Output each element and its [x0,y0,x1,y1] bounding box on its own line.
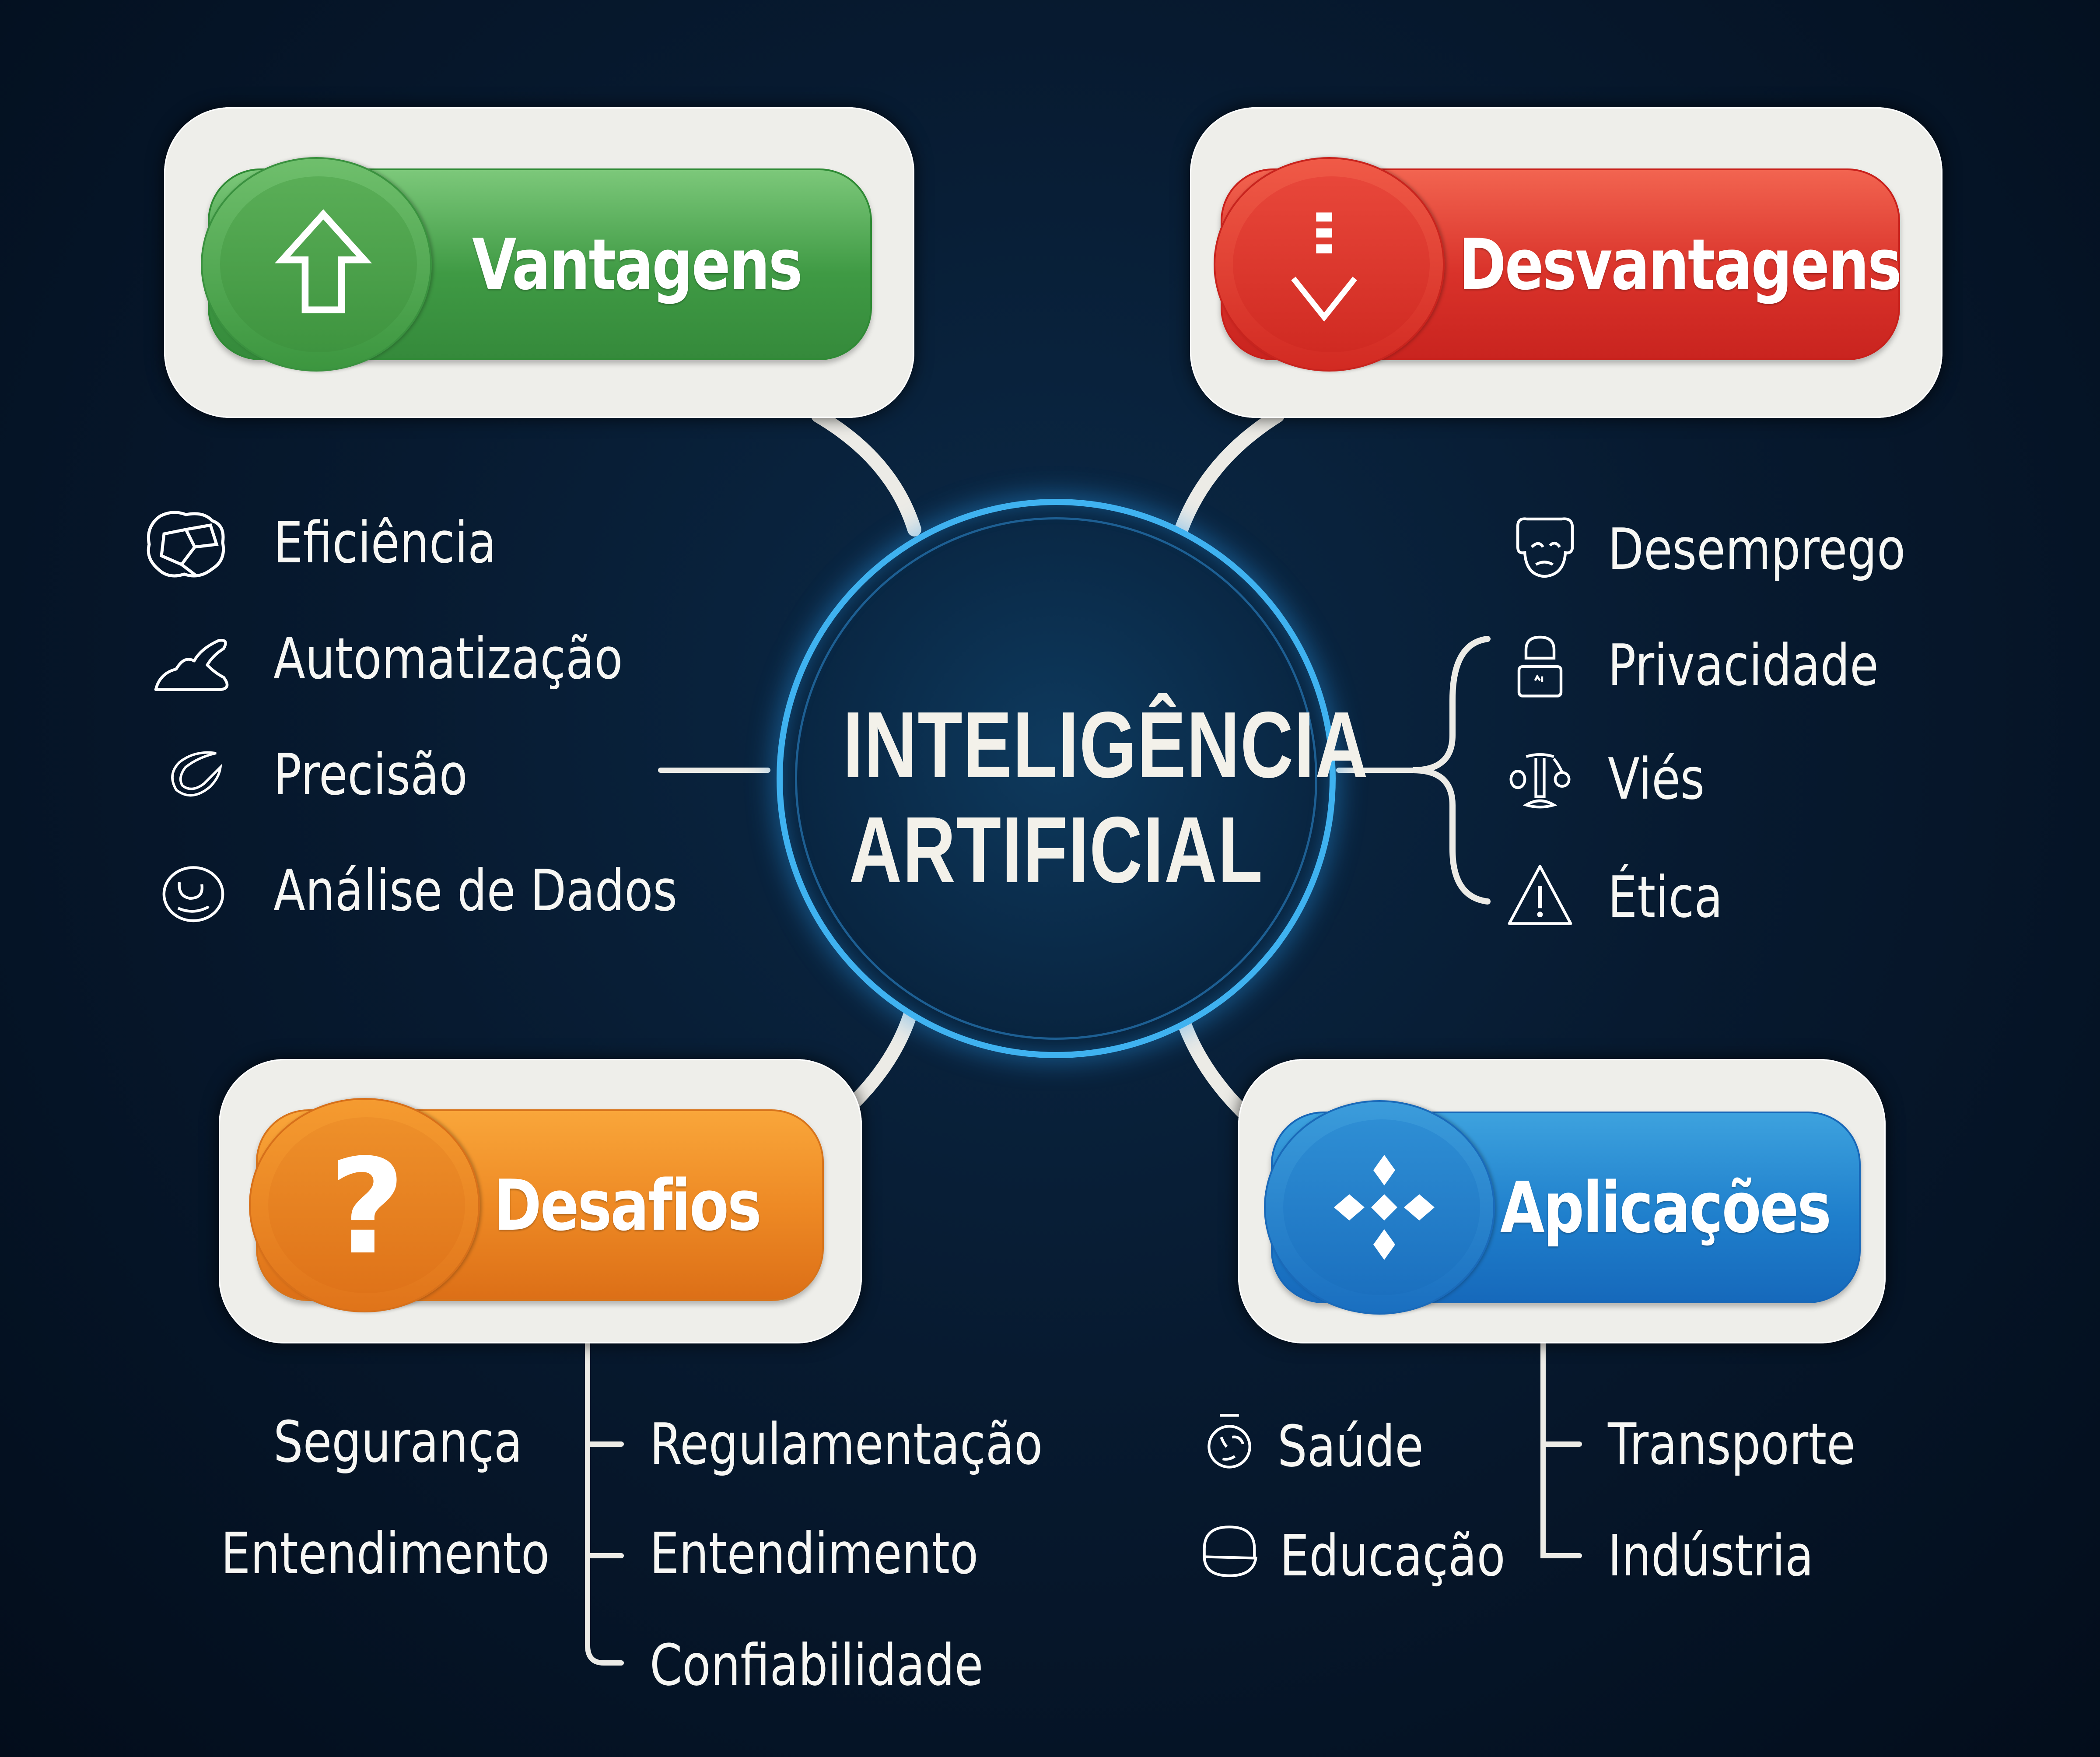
health-icon [1208,1414,1251,1469]
vantagens-item: Automatização [273,625,623,692]
desvantagens-item: Desemprego [1608,516,1906,582]
vantagens-button[interactable]: Vantagens [201,157,872,372]
vantagens-icon-cap [201,157,432,372]
desafios-item-right: Confiabilidade [650,1632,984,1698]
arrow-down-icon [1291,212,1357,322]
target-check-icon [171,751,222,797]
padlock-icon [1517,635,1563,698]
diamond-network-icon [1334,1155,1435,1260]
aplicacoes-item-right: Indústria [1608,1522,1814,1589]
desvantagens-button[interactable]: Desvantagens [1214,157,1902,372]
aplicacoes-label: Aplicações [1500,1166,1831,1248]
education-icon [1203,1526,1257,1577]
desafios-icon-cap [249,1098,480,1312]
question-mark-icon: ? [329,1131,406,1284]
worried-face-icon [1516,517,1574,578]
desafios-item-left: Entendimento [221,1520,550,1587]
robot-arm-icon [154,638,229,691]
vantagens-card[interactable]: Vantagens [164,107,914,418]
desafios-item-right: Regulamentação [650,1411,1043,1477]
aplicacoes-card[interactable]: Aplicações [1238,1059,1886,1343]
vantagens-item: Precisão [273,741,468,808]
vantagens-item: Eficiência [273,509,497,576]
desafios-item-left: Segurança [273,1409,523,1475]
desafios-item-right: Entendimento [650,1520,979,1587]
scales-icon [1509,753,1571,809]
aplicacoes-button[interactable]: Aplicações [1264,1100,1861,1315]
warning-icon [1508,865,1572,925]
desvantagens-item: Privacidade [1608,632,1879,698]
desvantagens-label: Desvantagens [1459,223,1902,305]
gears-cluster-icon [147,511,225,578]
arrow-up-icon [274,209,372,313]
central-title-line2: ARTIFICIAL [849,797,1264,902]
inner-ring [795,517,1317,1040]
desafios-label: Desafios [494,1164,762,1246]
desafios-card[interactable]: ? Desafios [219,1059,862,1343]
desvantagens-item: Viés [1608,746,1705,812]
central-title-line1: INTELIGÊNCIA [843,692,1369,797]
desvantagens-card[interactable]: Desvantagens [1190,107,1942,418]
desvantagens-icon-cap [1214,157,1445,372]
aplicacoes-item-left: Educação [1280,1522,1505,1589]
data-circle-icon [162,866,224,922]
central-topic-circle[interactable]: INTELIGÊNCIA ARTIFICIAL [777,499,1369,1058]
desafios-button[interactable]: ? Desafios [249,1098,824,1312]
aplicacoes-item-right: Transporte [1608,1411,1855,1477]
desvantagens-item: Ética [1608,864,1723,930]
vantagens-item: Análise de Dados [273,857,678,924]
vantagens-label: Vantagens [472,223,803,305]
aplicacoes-item-left: Saúde [1278,1413,1424,1480]
